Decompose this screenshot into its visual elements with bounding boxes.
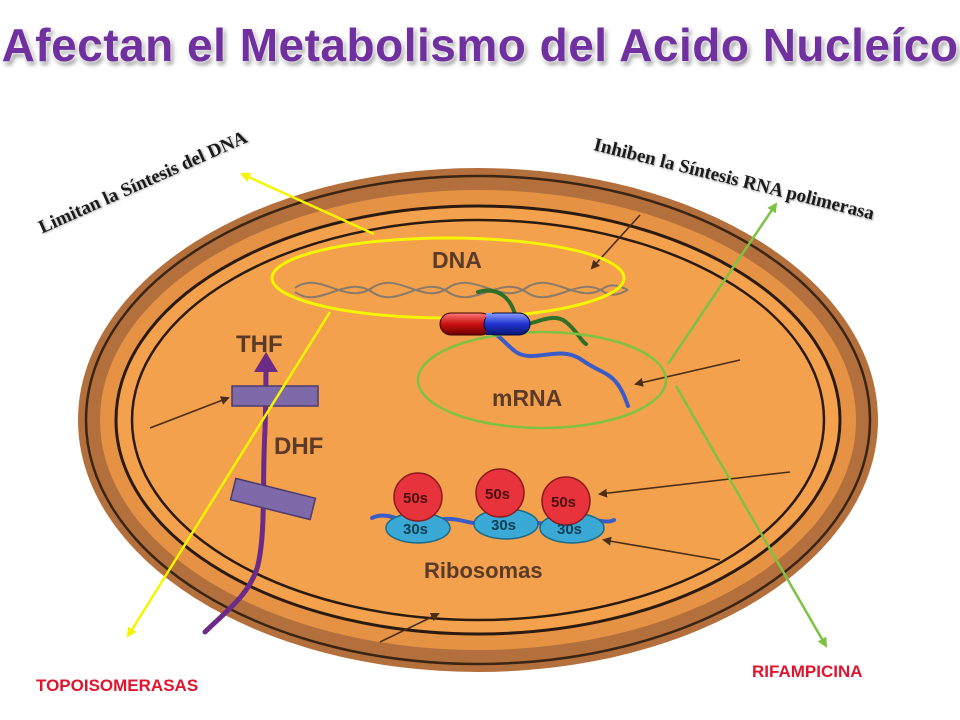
cell-pointer-arrow bbox=[379, 612, 440, 643]
ribosome-large-subunit-1 bbox=[393, 472, 443, 522]
dna-pointer-arrow-lower bbox=[126, 311, 332, 638]
subunit-50s-label: 50s bbox=[551, 494, 576, 511]
inner-membrane-line bbox=[130, 218, 826, 622]
rna-pointer-arrow-upper bbox=[666, 202, 778, 365]
mrna-strand bbox=[468, 326, 630, 408]
subunit-50s-label: 50s bbox=[403, 490, 428, 507]
dna-strand-1 bbox=[294, 281, 629, 295]
thf-label: THF bbox=[236, 331, 283, 358]
ribosomes bbox=[370, 468, 616, 544]
slide-title: Afectan el Metabolismo del Acido Nucleíc… bbox=[1, 19, 959, 71]
folate-up-arrowhead bbox=[254, 352, 278, 372]
capsule-blue-half bbox=[483, 312, 531, 336]
rna-pointer-arrow-lower bbox=[674, 385, 828, 648]
capsule-seam bbox=[486, 313, 492, 335]
enzyme-block-upper bbox=[231, 385, 319, 407]
subunit-30s-label: 30s bbox=[403, 521, 428, 538]
dna-strand-2 bbox=[294, 285, 629, 299]
subunit-30s-label: 30s bbox=[557, 521, 582, 538]
mrna-highlight-ellipse bbox=[416, 330, 668, 430]
ribosome-large-subunit-3 bbox=[541, 476, 591, 526]
cell-pointer-arrow bbox=[602, 536, 721, 561]
folate-pathway bbox=[202, 352, 319, 635]
subunit-50s-label: 50s bbox=[485, 486, 510, 503]
drug-label-topoisomerasas: TOPOISOMERASAS bbox=[36, 676, 199, 695]
dna-pointer-arrow-upper bbox=[240, 172, 375, 236]
ribosome-large-subunit-2 bbox=[475, 468, 525, 518]
cell-pointer-arrow bbox=[634, 359, 741, 387]
drug-label-rifampicina: RIFAMPICINA bbox=[752, 662, 863, 681]
capsule-icon bbox=[439, 312, 531, 336]
dhf-label: DHF bbox=[274, 433, 323, 460]
ribosomes-label: Ribosomas bbox=[424, 558, 543, 583]
cell-pointer-arrow bbox=[149, 396, 230, 429]
subunit-30s-label: 30s bbox=[491, 517, 516, 534]
enzyme-block-lower bbox=[229, 477, 317, 521]
dna-label: DNA bbox=[432, 247, 482, 273]
cell-pointer-arrow bbox=[598, 471, 791, 498]
mrna-label: mRNA bbox=[492, 385, 562, 411]
cell-wall-outer-line bbox=[84, 174, 872, 666]
dna-strands bbox=[294, 281, 629, 299]
